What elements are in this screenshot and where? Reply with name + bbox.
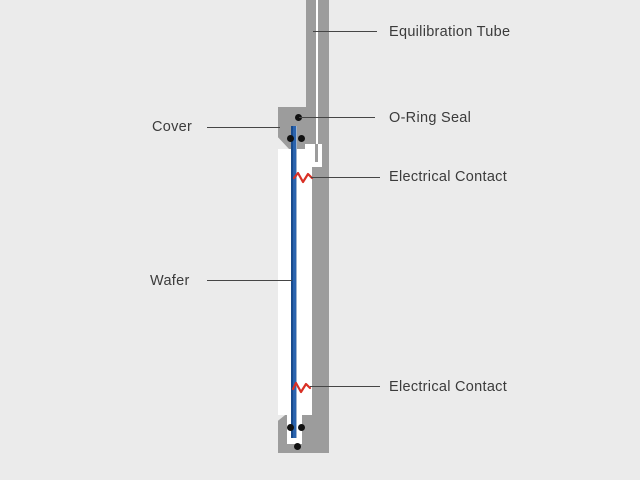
leader-line-electrical-contact-bottom — [310, 386, 380, 387]
electrical-contact-zigzag-bottom — [291, 381, 312, 394]
leader-line-cover — [207, 127, 280, 128]
tube-pass-through-slot — [305, 144, 322, 167]
o-ring-dot-bottom — [294, 443, 301, 450]
o-ring-dot-upper-left — [286, 135, 294, 142]
label-electrical-contact-top: Electrical Contact — [389, 169, 508, 185]
label-equilibration-tube: Equilibration Tube — [389, 24, 511, 40]
o-ring-dot-lower-left — [286, 423, 294, 431]
label-wafer: Wafer — [150, 273, 190, 289]
label-electrical-contact-bottom: Electrical Contact — [389, 379, 508, 395]
leader-line-electrical-contact-top — [311, 177, 380, 178]
label-cover: Cover — [152, 119, 193, 135]
label-o-ring-seal: O-Ring Seal — [389, 110, 472, 126]
o-ring-dot-lower-right — [297, 423, 305, 431]
tube-bore — [316, 0, 318, 160]
o-ring-dot-top — [295, 114, 302, 121]
electrical-contact-zigzag-top — [292, 171, 314, 184]
holder-body-column — [312, 150, 329, 453]
leader-line-wafer — [207, 280, 292, 281]
wafer-strip — [291, 126, 297, 438]
tube-bore-wall — [315, 144, 318, 162]
leader-line-o-ring-seal — [299, 117, 375, 118]
leader-line-equilibration-tube — [313, 31, 377, 32]
o-ring-dot-upper-right — [297, 135, 305, 142]
